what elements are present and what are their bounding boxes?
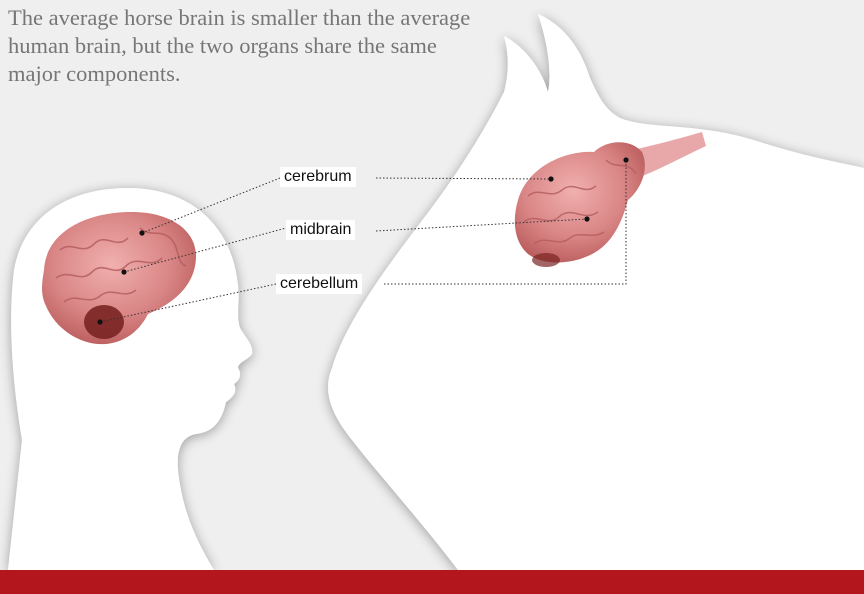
horse-cerebellum-dot (623, 157, 628, 162)
human-midbrain-dot (121, 269, 126, 274)
label-cerebellum: cerebellum (276, 274, 362, 294)
diagram-caption: The average horse brain is smaller than … (8, 4, 478, 88)
horse-midbrain-dot (584, 216, 589, 221)
human-cerebrum-dot (139, 230, 144, 235)
horse-cerebellum (532, 253, 560, 267)
horse-cerebrum-dot (548, 176, 553, 181)
horse-head-silhouette (328, 14, 864, 570)
bottom-accent-bar (0, 570, 864, 594)
label-midbrain: midbrain (286, 220, 355, 240)
human-cerebellum-dot (97, 319, 102, 324)
label-cerebrum: cerebrum (280, 167, 356, 187)
human-cerebellum (84, 305, 124, 339)
